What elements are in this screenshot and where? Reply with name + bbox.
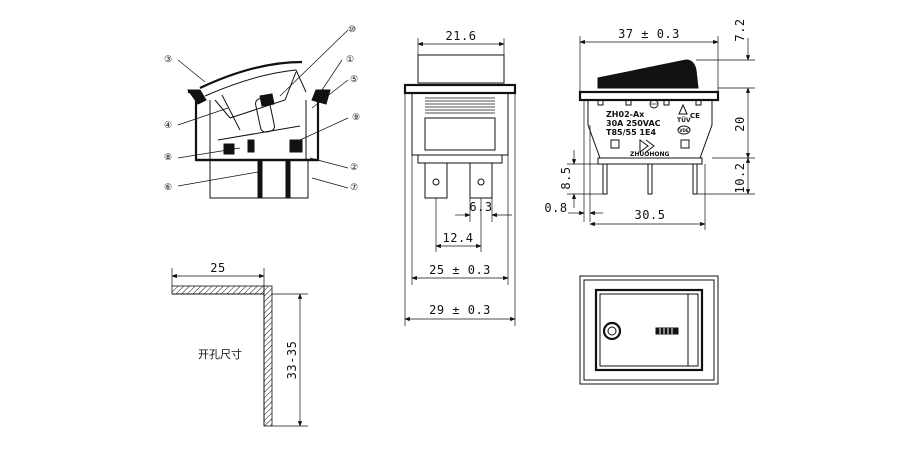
dim-overall-width: 29 ± 0.3: [429, 303, 491, 317]
marking-ce: CE: [690, 112, 700, 120]
callout-3: ③: [164, 55, 172, 65]
dim-frame: 0.8: [544, 201, 567, 215]
dim-pin-pitch: 12.4: [443, 231, 474, 245]
marking-vde: VDE: [679, 128, 688, 133]
marking-tuv: TÜV: [677, 117, 691, 124]
cutout-width: 25: [210, 261, 225, 275]
front-view: 21.6 6.3 12.4 25 ± 0.3 29 ± 0.3: [403, 29, 517, 326]
dim-body-height: 20: [733, 116, 747, 131]
marking-model: ZH02-Ax: [606, 110, 645, 119]
callout-9: ⑨: [352, 113, 360, 123]
callout-5: ⑤: [350, 75, 358, 85]
callout-2: ②: [350, 163, 358, 173]
marking-temp: T85/55 1E4: [606, 128, 656, 137]
callout-7: ⑦: [350, 183, 358, 193]
dim-top-width: 21.6: [446, 29, 477, 43]
dim-pin-height: 10.2: [733, 163, 747, 194]
right-side-view: ZH02-Ax 30A 250VAC T85/55 1E4 ZHUOHONG T…: [544, 18, 755, 230]
callout-6: ⑥: [164, 183, 172, 193]
panel-cutout-view: 25 33-35 开孔尺寸: [171, 261, 308, 427]
dim-body-width: 25 ± 0.3: [429, 263, 491, 277]
marking-brand: ZHUOHONG: [630, 151, 669, 158]
callout-1: ①: [346, 55, 354, 65]
callout-8: ⑧: [164, 153, 172, 163]
cutout-height: 33-35: [285, 341, 299, 380]
dim-bottom-width: 30.5: [635, 208, 666, 222]
dim-small-height: 8.5: [559, 166, 573, 189]
side-section-view: ③ ① ⑤ ④ ⑨ ⑧ ② ⑥ ⑦ ⑩: [164, 25, 360, 199]
marking-rating: 30A 250VAC: [606, 119, 661, 128]
top-view: [579, 275, 719, 385]
dim-top-width: 37 ± 0.3: [618, 27, 680, 41]
callout-4: ④: [164, 121, 172, 131]
callout-10: ⑩: [348, 25, 356, 35]
cutout-label: 开孔尺寸: [198, 347, 242, 361]
dim-rocker-height: 7.2: [733, 18, 747, 41]
